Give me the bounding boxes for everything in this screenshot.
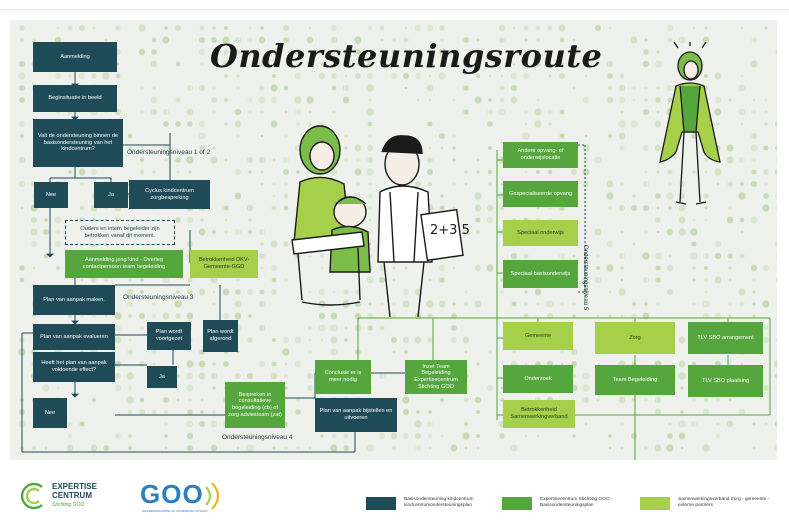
box-beginsituatie: Beginsituatie in beeld <box>33 85 117 112</box>
legend-swatch-mid <box>502 497 532 510</box>
box-gespecialiseerde-opvang: Gespecialiseerde opvang <box>503 181 578 207</box>
expertise-centrum-sub: Stichting GOO <box>52 502 85 508</box>
box-nee-1: Nee <box>34 182 68 208</box>
expertise-centrum-mark-icon <box>20 482 43 510</box>
box-aanmelding: Aanmelding <box>33 42 117 72</box>
box-inzet-team: Inzet Team Begeleiding Expertisecentrum … <box>405 360 467 394</box>
legend-text-light: Samenwerkingsverband Zorg - gemeente - e… <box>678 497 770 509</box>
expertise-centrum-logo: EXPERTISE CENTRUM Stichting GOO <box>18 479 128 515</box>
box-plan-afgerond: Plan wordt afgerond <box>203 320 238 352</box>
goo-name: GOO <box>140 479 204 509</box>
expertise-centrum-name: EXPERTISE CENTRUM <box>52 482 97 501</box>
page-title: Ondersteuningsroute <box>210 37 603 75</box>
box-speciaal-basisonderwijs: Speciaal basisonderwijs <box>503 260 578 288</box>
box-betrokkenheid-dkv: Betrokkenheid DKV-Gemeente-GGD <box>190 250 258 278</box>
box-tlv-arrangement: TLV SBO arrangement <box>688 322 763 354</box>
goo-waves-icon <box>205 482 220 510</box>
box-tlv-plaatsing: TLV SBO plaatsing <box>688 365 763 397</box>
box-ouders-begeleider: Ouders en intern begeleider zijn betrokk… <box>65 220 175 245</box>
box-speciaal-onderwijs: Speciaal onderwijs <box>503 220 578 246</box>
box-bespreken: Bespreken in consultatieve begeleiding (… <box>225 382 285 428</box>
top-divider <box>0 9 789 10</box>
legend-swatch-dark <box>366 497 396 510</box>
box-cyclus: Cyclus kindcentrum zorgbespreking <box>129 180 210 209</box>
legend-item-dark: Basisondersteuning kindcentrum kindcentr… <box>366 497 504 510</box>
legend-text-dark: Basisondersteuning kindcentrum kindcentr… <box>404 497 474 509</box>
box-plan-maken: Plan van aanpak maken. <box>33 285 115 315</box>
box-team-begeleiding: Team Begeleiding <box>595 365 675 395</box>
footer: EXPERTISE CENTRUM Stichting GOO GOO GEME… <box>0 465 789 530</box>
legend-swatch-light <box>640 497 670 510</box>
box-conclusie: Conclusie er is meer nodig <box>315 360 371 394</box>
legend-text-mid: Expertisecentrum Stichting GOO Basisonde… <box>540 497 610 509</box>
superhero-illustration <box>659 42 721 205</box>
goo-subtitle: GEMEENSCHAPPELIJK ONDERWIJS OPVANG <box>142 509 208 513</box>
family-illustration: 2+3 5 <box>291 125 470 318</box>
box-vraag-ondersteuning: Valt de ondersteuning binnen de basisond… <box>33 119 123 167</box>
box-aanmelding-jong-kind: Aanmelding jong kind - Overleg contactpe… <box>65 250 183 278</box>
legend-item-mid: Expertisecentrum Stichting GOO Basisonde… <box>502 497 628 510</box>
level-1-2: Ondersteuningsniveau 1 of 2 <box>127 149 211 156</box>
box-gemeente: Gemeente <box>503 322 573 350</box>
box-ja-1: Ja <box>94 182 128 208</box>
legend-item-light: Samenwerkingsverband Zorg - gemeente - e… <box>640 497 778 510</box>
level-4: Ondersteuningsniveau 4 <box>222 434 293 441</box>
box-onderzoek: Onderzoek <box>503 365 573 393</box>
box-zorg: Zorg <box>595 322 675 354</box>
box-heeft-plan: Heeft het plan van aanpak voldoende effe… <box>33 352 115 382</box>
sheet-text: 2+3 5 <box>430 223 470 238</box>
box-plan-bijstellen: Plan van aanpak bijstellen en uitvoeren <box>315 398 397 432</box>
infographic-board: Ondersteuningsroute Aanmelding Beginsitu… <box>10 20 777 460</box>
level-3: Ondersteuningsniveau 3 <box>123 294 194 301</box>
box-ja-2: Ja <box>147 366 177 388</box>
goo-logo: GOO GEMEENSCHAPPELIJK ONDERWIJS OPVANG <box>140 475 230 515</box>
level-5: Ondersteuningsniveau 5 <box>582 245 588 311</box>
box-betrokkenheid-swv: Betrokkenheid Samenwerkingverband <box>503 400 575 428</box>
box-plan-evalueren: Plan van aanpak evalueren <box>33 324 115 350</box>
box-plan-voortgezet: Plan wordt voortgezet <box>147 322 191 350</box>
box-nee-2: Nee <box>33 398 67 428</box>
box-andere-opvang: Andere opvang- of onderwijslocatie <box>503 142 578 168</box>
